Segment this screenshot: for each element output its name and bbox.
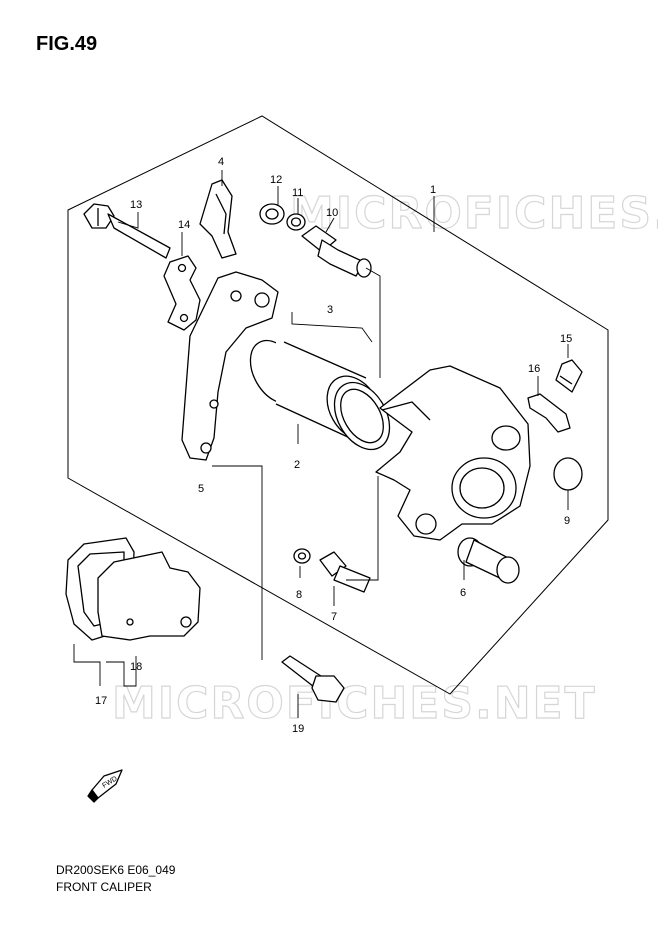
callout-18: 18	[130, 661, 142, 673]
callout-14: 14	[178, 219, 190, 231]
callout-7: 7	[331, 611, 337, 623]
pad-spring-4	[199, 179, 237, 259]
callout-2: 2	[294, 459, 300, 471]
caliper-bracket-5	[181, 271, 279, 461]
bolt-13	[83, 203, 171, 259]
piston-seal-3	[333, 381, 391, 451]
callout-13: 13	[130, 199, 142, 211]
figure-title: FIG.49	[36, 33, 98, 55]
slide-pin-6	[457, 537, 520, 584]
mounting-bolt-19	[281, 655, 345, 703]
callout-8: 8	[296, 589, 302, 601]
o-ring-11	[286, 213, 306, 231]
brake-pad-18	[97, 551, 201, 641]
callout-12: 12	[270, 174, 282, 186]
callout-4: 4	[218, 156, 224, 168]
callout-19: 19	[292, 723, 304, 735]
leader-lines	[73, 170, 569, 718]
bleeder-valve-15	[555, 359, 583, 393]
callout-11: 11	[292, 187, 303, 199]
watermark-top: MICROFICHES.NET	[290, 188, 658, 239]
pad-retainer-14	[163, 255, 201, 331]
callout-15: 15	[560, 333, 572, 345]
callout-1: 1	[430, 184, 436, 196]
callout-5: 5	[198, 483, 204, 495]
callout-10: 10	[326, 207, 338, 219]
figure-caption: FRONT CALIPER	[56, 880, 152, 894]
callout-3: 3	[327, 304, 333, 316]
assembly-outline	[67, 115, 609, 695]
fwd-arrow-icon: FWD	[87, 769, 123, 803]
slide-pin-bolt-7	[319, 551, 371, 593]
callout-6: 6	[460, 587, 466, 599]
callout-9: 9	[564, 515, 570, 527]
slide-pin-10	[301, 225, 372, 278]
cap-9	[553, 457, 583, 491]
figure-code: DR200SEK6 E06_049	[56, 863, 176, 877]
washer-8	[293, 548, 311, 564]
caliper-body-1	[375, 365, 531, 541]
boot-12	[259, 203, 285, 225]
watermark-bottom: MICROFICHES.NET	[112, 678, 597, 729]
callout-16: 16	[528, 363, 540, 375]
bleeder-cap-16	[527, 393, 571, 433]
callout-17: 17	[95, 695, 107, 707]
